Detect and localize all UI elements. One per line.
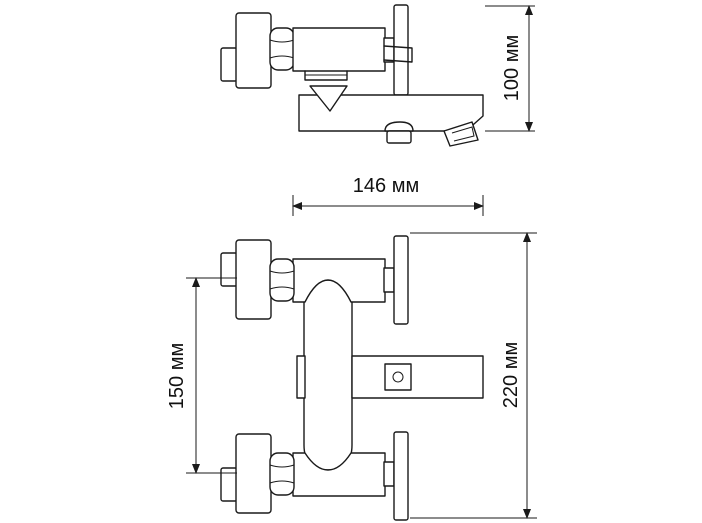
front-upper-right-handle — [393, 235, 409, 325]
top-lever-handle — [383, 4, 413, 96]
dimension-total-height: 220 мм — [410, 232, 537, 519]
top-left-knob — [220, 12, 295, 89]
front-lower-crossbar — [292, 452, 395, 497]
front-lower-right-handle — [393, 431, 409, 521]
width-label: 146 мм — [353, 175, 419, 197]
front-upper-left-knob — [220, 239, 295, 320]
dimension-spacing: 150 мм — [166, 277, 237, 474]
dimension-height: 100 мм — [485, 5, 535, 132]
height-label: 100 мм — [501, 35, 523, 101]
top-spout — [298, 85, 484, 147]
spacing-label: 150 мм — [166, 343, 188, 409]
front-upper-crossbar — [292, 258, 395, 303]
dimension-width: 146 мм — [292, 175, 484, 216]
top-mixer-body — [292, 27, 395, 81]
top-view: 100 мм — [220, 4, 535, 147]
front-body — [296, 279, 353, 471]
front-spout — [351, 355, 484, 399]
total-height-label: 220 мм — [500, 342, 522, 408]
front-view — [220, 235, 484, 521]
